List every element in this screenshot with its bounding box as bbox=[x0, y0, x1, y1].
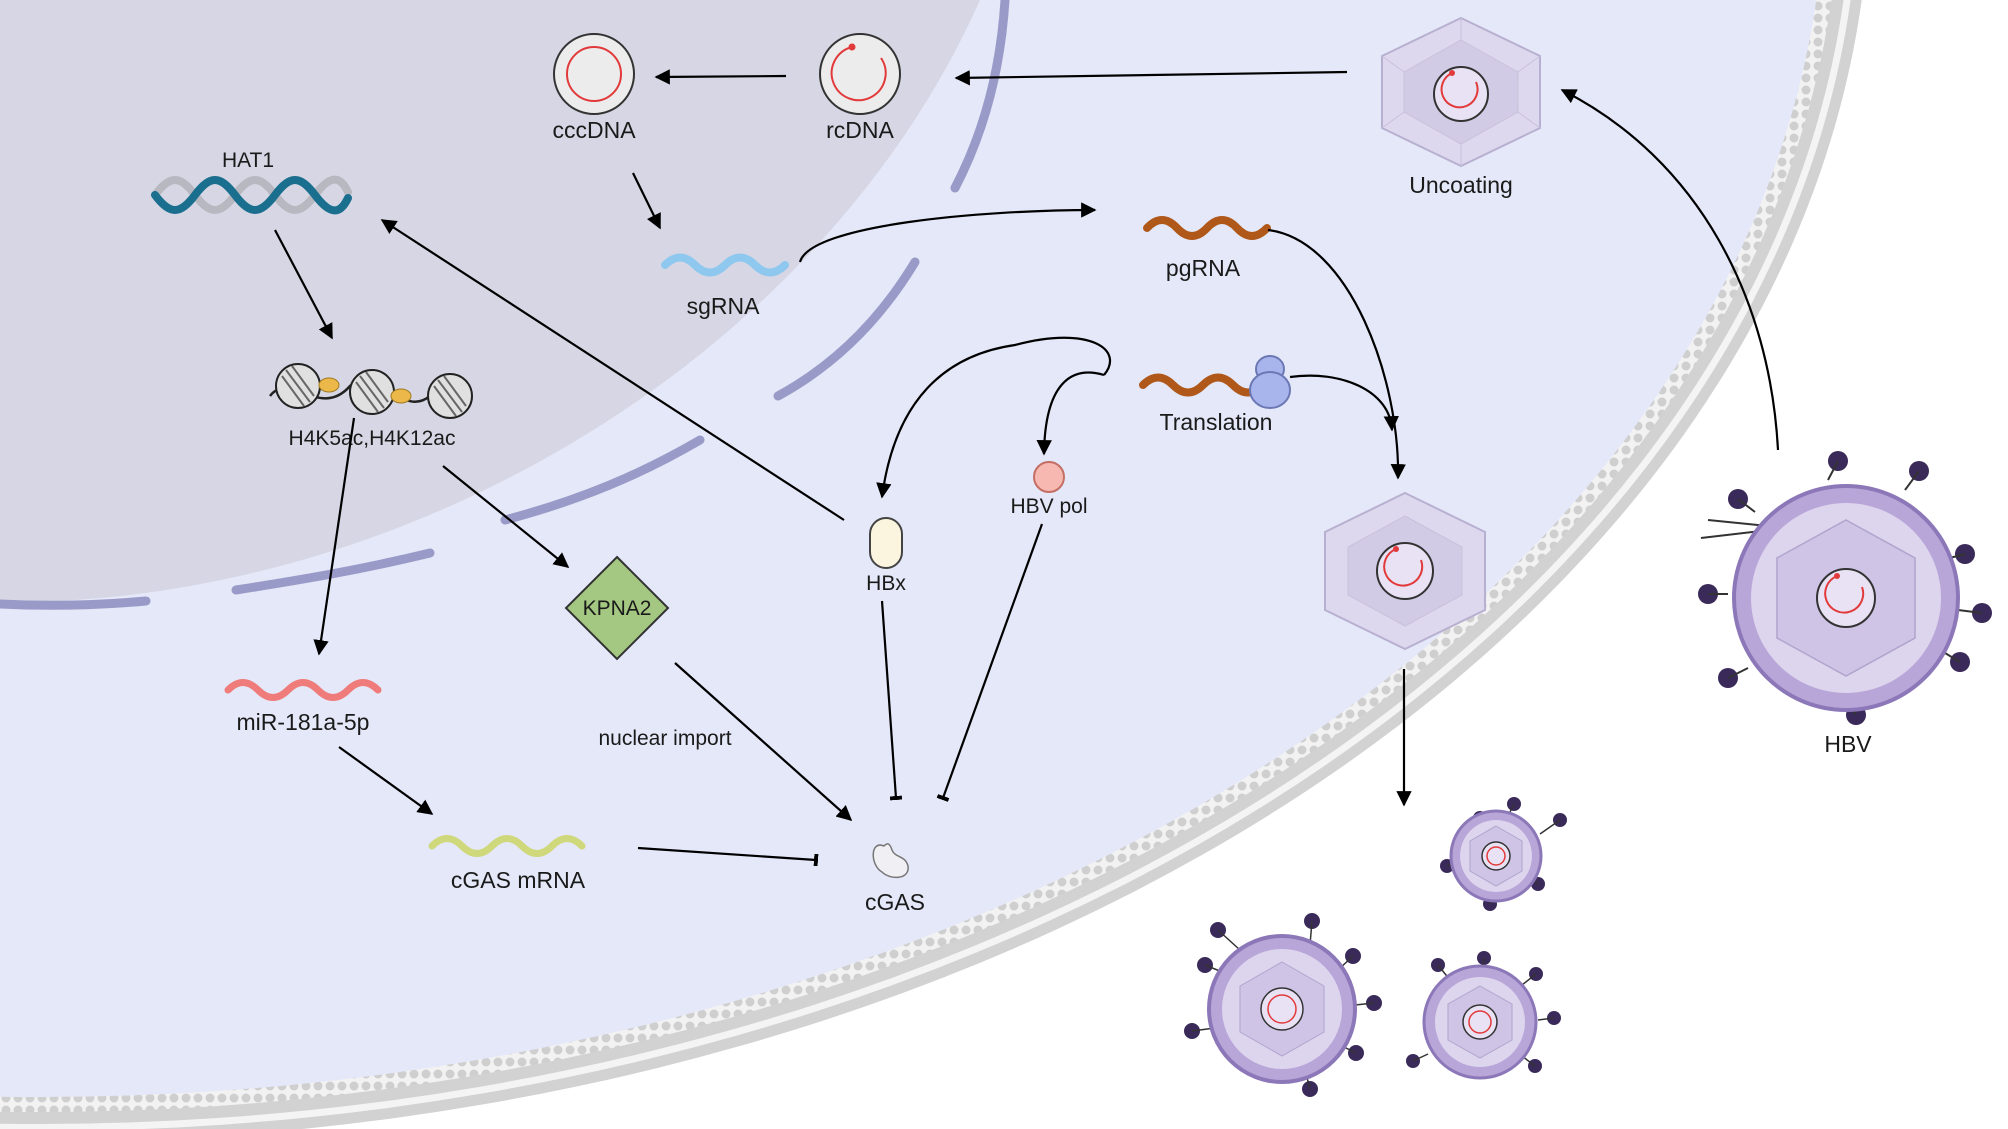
arrow-cccdna-to-sgrna bbox=[632, 172, 661, 230]
arrow-pgrna-to-capsid bbox=[1267, 228, 1406, 480]
mirna-label: miR-181a-5p bbox=[237, 709, 370, 735]
mirna-node: miR-181a-5p bbox=[224, 679, 382, 735]
arrow-hat1-to-histone bbox=[274, 229, 333, 340]
arrow-kpna2-to-cgas bbox=[674, 662, 853, 822]
hat1-dna-helix: HAT1 bbox=[151, 149, 352, 215]
hbv-pol-label: HBV pol bbox=[1010, 495, 1087, 518]
cgas-node: cGAS bbox=[865, 843, 925, 915]
nuclear-import-label: nuclear import bbox=[598, 727, 731, 750]
rcdna-label: rcDNA bbox=[826, 117, 894, 143]
sgrna-label: sgRNA bbox=[687, 293, 761, 319]
sgrna-node: sgRNA bbox=[661, 253, 789, 319]
histone-nucleosomes: H4K5ac,H4K12ac bbox=[269, 363, 473, 450]
cgas-mrna-node: cGAS mRNA bbox=[428, 835, 586, 893]
arrow-sgrna-to-pgrna bbox=[798, 202, 1097, 263]
arrow-hbx-to-hat1 bbox=[380, 219, 845, 521]
arrow-hbv-to-uncoating bbox=[1560, 89, 1780, 451]
nucleus bbox=[0, 0, 1010, 610]
cgas-mrna-label: cGAS mRNA bbox=[451, 867, 586, 893]
hat1-label: HAT1 bbox=[222, 149, 274, 172]
nuclear-envelope-segment bbox=[950, 0, 1010, 193]
nuclear-envelope-segment bbox=[500, 435, 705, 525]
arrow-translation-to-capsid bbox=[1289, 374, 1399, 432]
histone-label: H4K5ac,H4K12ac bbox=[289, 427, 456, 450]
translation-label: Translation bbox=[1160, 409, 1273, 435]
arrow-translation-to-hbvpol bbox=[1036, 371, 1105, 456]
rcdna-node: rcDNA bbox=[819, 33, 901, 143]
uncoating-label: Uncoating bbox=[1409, 172, 1513, 198]
arrow-uncoating-to-rcdna bbox=[954, 70, 1348, 86]
intracellular-capsid bbox=[1324, 491, 1486, 651]
nuclear-envelope-segment bbox=[0, 596, 151, 610]
hbv-pol-node: HBV pol bbox=[1010, 461, 1088, 518]
kpna2-node: KPNA2 bbox=[564, 555, 670, 661]
inhibit-hbx-cgas bbox=[880, 600, 903, 801]
inhibit-hbvpol-cgas bbox=[936, 523, 1044, 802]
hbx-label: HBx bbox=[866, 572, 906, 595]
hbv-label: HBV bbox=[1824, 731, 1872, 757]
released-virion-2 bbox=[1184, 913, 1382, 1097]
inhibition-lines bbox=[637, 523, 1044, 867]
hbx-node: HBx bbox=[866, 517, 906, 595]
arrows bbox=[274, 69, 1780, 822]
nuclear-envelope-segment bbox=[773, 257, 920, 401]
released-virion-3 bbox=[1406, 951, 1561, 1080]
hbv-virion: HBV bbox=[1698, 451, 1992, 757]
released-virion-1 bbox=[1440, 797, 1567, 911]
pgrna-node: pgRNA bbox=[1143, 216, 1271, 281]
cccdna-label: cccDNA bbox=[552, 117, 636, 143]
arrow-mirna-to-cgasmrna bbox=[338, 746, 434, 815]
kpna2-label: KPNA2 bbox=[583, 597, 652, 620]
cgas-label: cGAS bbox=[865, 889, 925, 915]
arrow-histone-to-mirna bbox=[313, 417, 356, 656]
inhibit-cgasmrna-cgas bbox=[637, 846, 819, 867]
pgrna-label: pgRNA bbox=[1166, 255, 1241, 281]
arrow-rcdna-to-cccdna bbox=[654, 69, 787, 85]
uncoating-capsid: Uncoating bbox=[1381, 16, 1541, 198]
arrow-histone-to-kpna2 bbox=[442, 465, 570, 568]
cccdna-node: cccDNA bbox=[552, 33, 636, 143]
translation-node: Translation bbox=[1139, 355, 1291, 435]
arrow-translation-to-hbx bbox=[876, 336, 1111, 499]
